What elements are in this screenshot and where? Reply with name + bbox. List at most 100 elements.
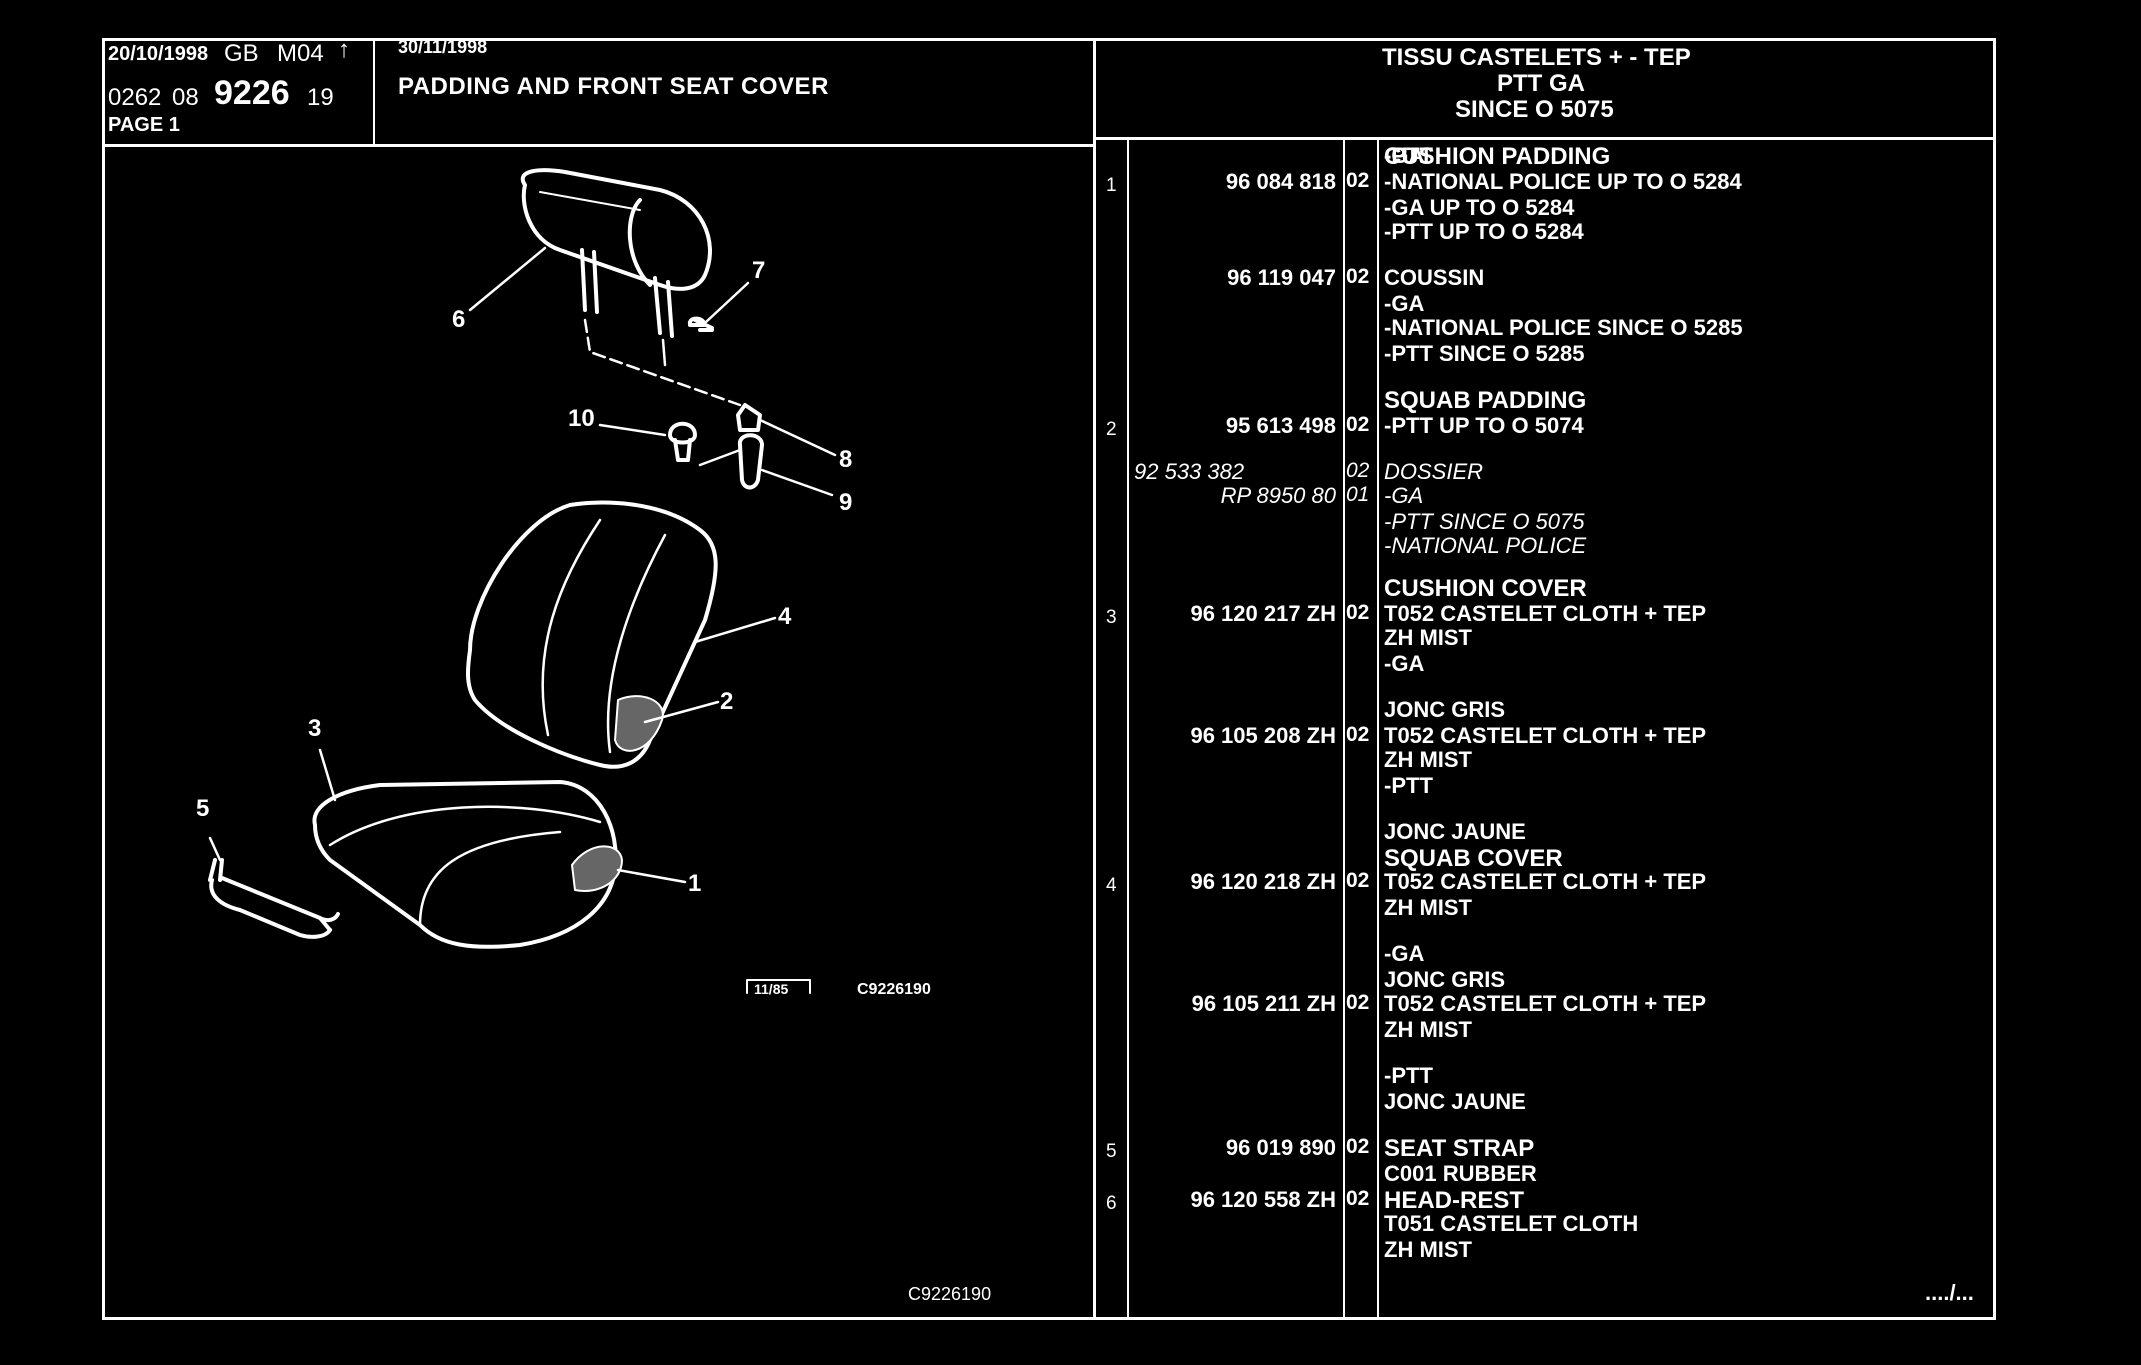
description: -PTT UP TO O 5074 (1384, 413, 1584, 438)
description: ZH MIST (1384, 747, 1472, 772)
description: -PTT (1384, 773, 1433, 798)
description: DOSSIER (1384, 459, 1484, 484)
description: ZH MIST (1384, 895, 1472, 920)
page-title: PADDING AND FRONT SEAT COVER (398, 73, 829, 100)
description: -NATIONAL POLICE UP TO O 5284 (1384, 169, 1742, 194)
item-number: 2 (1106, 419, 1117, 440)
part-reference: 96 105 208 ZH (1190, 723, 1336, 748)
parts-row: ZH MIST (1098, 895, 1993, 920)
description: C001 RUBBER (1384, 1161, 1537, 1186)
callout-7: 7 (752, 257, 766, 284)
description: JONC GRIS (1384, 967, 1506, 992)
continuation-mark: ..../... (1925, 1280, 1974, 1305)
parts-row: SQUAB PADDING (1098, 387, 1993, 414)
header-date-1: 20/10/1998 (108, 43, 209, 65)
header-divider-left (102, 144, 1094, 147)
callout-9: 9 (839, 489, 853, 516)
parts-row: -PTT (1098, 143, 1993, 168)
parts-row: -PTT SINCE O 5075 (1098, 509, 1993, 534)
parts-row: SQUAB COVER (1098, 845, 1993, 872)
description: SEAT STRAP (1384, 1135, 1535, 1162)
parts-row: ZH MIST (1098, 625, 1993, 650)
item-number: 6 (1106, 1193, 1117, 1214)
item-number: 3 (1106, 607, 1117, 628)
description: ZH MIST (1384, 625, 1472, 650)
description: -GA (1384, 651, 1425, 676)
parts-row: -PTT UP TO O 5284 (1098, 219, 1993, 244)
header-code-a: 0262 (108, 84, 162, 111)
diagram-stamp-date: 11/85 (754, 981, 789, 997)
callout-8: 8 (839, 446, 853, 473)
description: -PTT (1384, 1063, 1433, 1088)
parts-row: 5 96 019 890 02 SEAT STRAP (1098, 1135, 1993, 1162)
description: ZH MIST (1384, 1017, 1472, 1042)
item-number: 4 (1106, 875, 1117, 896)
description: JONC JAUNE (1384, 1089, 1526, 1114)
parts-row: ZH MIST (1098, 747, 1993, 772)
parts-row: 4 96 120 218 ZH 02 T052 CASTELET CLOTH + TE… (1098, 869, 1993, 896)
description: SQUAB COVER (1384, 845, 1563, 872)
parts-row: -GA (1098, 143, 1993, 168)
callout-6: 6 (452, 306, 466, 333)
parts-row: JONC GRIS (1098, 697, 1993, 722)
item-number: 5 (1106, 1141, 1117, 1162)
quantity: 02 (1346, 169, 1370, 192)
callout-1: 1 (688, 870, 702, 897)
parts-row: -PTT (1098, 1063, 1993, 1088)
description: -GA UP TO O 5284 (1384, 195, 1575, 220)
variant-line-2: PTT GA (1497, 70, 1585, 97)
description: ZH MIST (1384, 1237, 1472, 1262)
callout-3: 3 (308, 715, 322, 742)
parts-row: JONC JAUNE (1098, 1089, 1993, 1114)
parts-row: -GA (1098, 941, 1993, 966)
parts-row: -PTT SINCE O 5285 (1098, 341, 1993, 366)
description: T052 CASTELET CLOTH + TEP (1384, 869, 1707, 894)
quantity: 02 (1346, 991, 1370, 1014)
part-reference: 96 120 218 ZH (1190, 869, 1336, 894)
callout-2: 2 (720, 688, 734, 715)
parts-row: -GA UP TO O 5284 (1098, 195, 1993, 220)
parts-row: -PTT (1098, 773, 1993, 798)
header-code-main: 9226 (214, 74, 290, 112)
quantity: 02 (1346, 1135, 1370, 1158)
header-code-b: 08 (172, 84, 199, 111)
parts-row: -GA (1098, 291, 1993, 316)
col-divider-1 (1127, 139, 1129, 1320)
diagram-stamp-code: C9226190 (857, 981, 931, 998)
quantity: 01 (1346, 483, 1370, 506)
quantity: 02 (1346, 1187, 1370, 1210)
quantity: 02 (1346, 869, 1370, 892)
parts-row: CUSHION PADDING (1098, 143, 1993, 170)
description: HEAD-REST (1384, 1187, 1525, 1214)
quantity: 02 (1346, 459, 1370, 482)
description: SQUAB PADDING (1384, 387, 1587, 414)
callout-4: 4 (778, 603, 792, 630)
description: -GA (1384, 483, 1424, 508)
part-reference: 96 105 211 ZH (1191, 991, 1336, 1016)
part-reference: 95 613 498 (1225, 413, 1336, 438)
parts-row: ZH MIST (1098, 1237, 1993, 1262)
description: T051 CASTELET CLOTH (1384, 1211, 1639, 1236)
item-number: 1 (1106, 175, 1117, 196)
page-frame (102, 38, 1996, 1320)
description: -GA (1384, 143, 1425, 168)
description: JONC JAUNE (1384, 819, 1526, 844)
parts-row: CUSHION COVER (1098, 575, 1993, 602)
callout-10: 10 (568, 405, 595, 432)
parts-row: -NATIONAL POLICE (1098, 533, 1993, 558)
header-date-2: 30/11/1998 (398, 37, 488, 57)
parts-row: -GA (1098, 651, 1993, 676)
variant-line-3: SINCE O 5075 (1455, 96, 1614, 123)
description: -PTT (1384, 143, 1433, 168)
parts-row: C001 RUBBER (1098, 1161, 1993, 1186)
part-reference: 96 019 890 (1225, 1135, 1336, 1160)
description: T052 CASTELET CLOTH + TEP (1384, 601, 1707, 626)
up-arrow-icon: ↑ (338, 36, 350, 63)
